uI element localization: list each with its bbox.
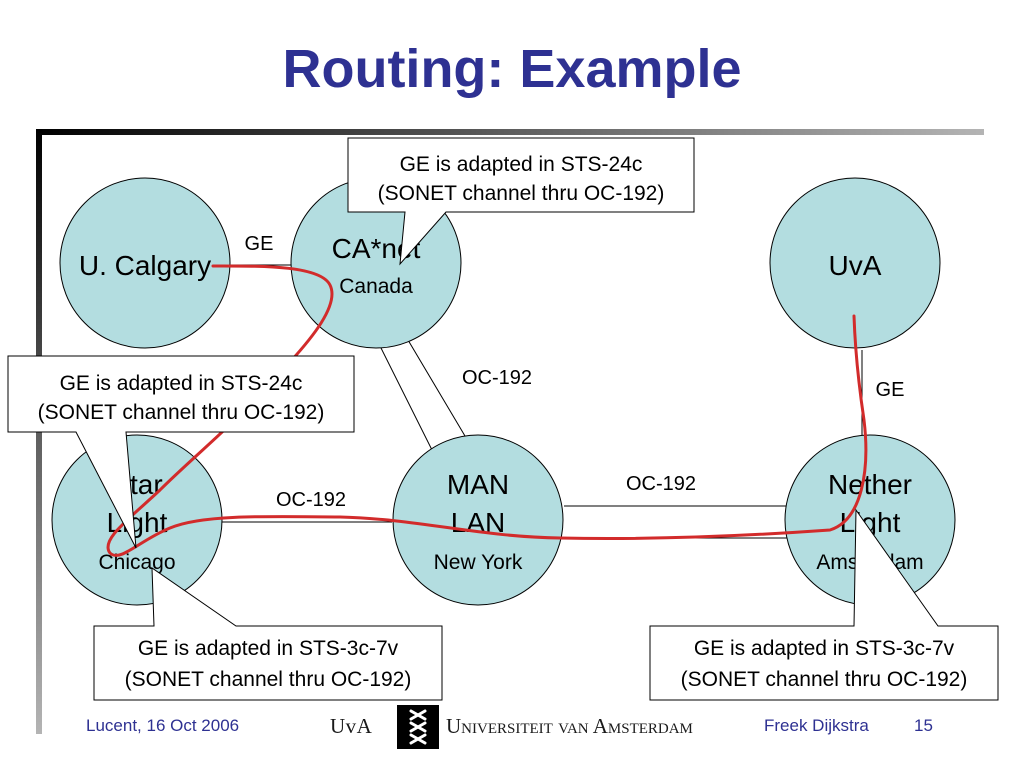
callout-bottom-right-line1: GE is adapted in STS-3c-7v (694, 637, 955, 660)
link-canet-manlan-b (407, 339, 466, 437)
callout-bottom-right: GE is adapted in STS-3c-7v (SONET channe… (649, 508, 999, 701)
node-uva: UvA (769, 177, 941, 349)
callout-bottom-left-line1: GE is adapted in STS-3c-7v (138, 637, 399, 660)
node-u-calgary: U. Calgary (59, 177, 231, 349)
callout-top: GE is adapted in STS-24c (SONET channel … (347, 137, 695, 266)
link-label-canet-manlan: OC-192 (462, 367, 532, 389)
node-manlan: MAN LAN New York (392, 434, 564, 606)
node-uva-label: UvA (829, 250, 882, 281)
footer-logo-uva: UvA (330, 714, 373, 738)
callout-bottom-left: GE is adapted in STS-3c-7v (SONET channe… (93, 567, 443, 701)
node-u-calgary-label: U. Calgary (79, 250, 211, 281)
link-label-manlan-nether: OC-192 (626, 473, 696, 495)
link-canet-manlan-a (379, 345, 433, 451)
callout-bottom-left-line2: (SONET channel thru OC-192) (125, 668, 412, 691)
node-manlan-line1: MAN (447, 469, 509, 500)
frame-top-bar (36, 129, 984, 135)
callout-bottom-right-line2: (SONET channel thru OC-192) (681, 668, 968, 691)
callout-top-line1: GE is adapted in STS-24c (400, 153, 643, 176)
callout-left-line1: GE is adapted in STS-24c (60, 372, 303, 395)
uva-crest-icon (397, 705, 439, 749)
node-manlan-city: New York (434, 551, 523, 574)
node-canet-sublabel: Canada (339, 275, 413, 298)
footer-author: Freek Dijkstra (764, 716, 869, 735)
slide-title: Routing: Example (282, 39, 742, 99)
route-path (106, 264, 868, 557)
footer-page-number: 15 (914, 716, 933, 735)
footer-event: Lucent, 16 Oct 2006 (86, 716, 240, 735)
link-label-calgary-canet: GE (245, 233, 274, 255)
callout-left: GE is adapted in STS-24c (SONET channel … (7, 355, 355, 549)
footer-university-name: Universiteit van Amsterdam (446, 714, 693, 738)
callout-top-line2: (SONET channel thru OC-192) (378, 182, 665, 205)
callout-left-line2: (SONET channel thru OC-192) (38, 401, 325, 424)
link-label-uva-nether: GE (876, 379, 905, 401)
node-netherlight-line1: Nether (828, 469, 912, 500)
link-label-star-manlan: OC-192 (276, 489, 346, 511)
